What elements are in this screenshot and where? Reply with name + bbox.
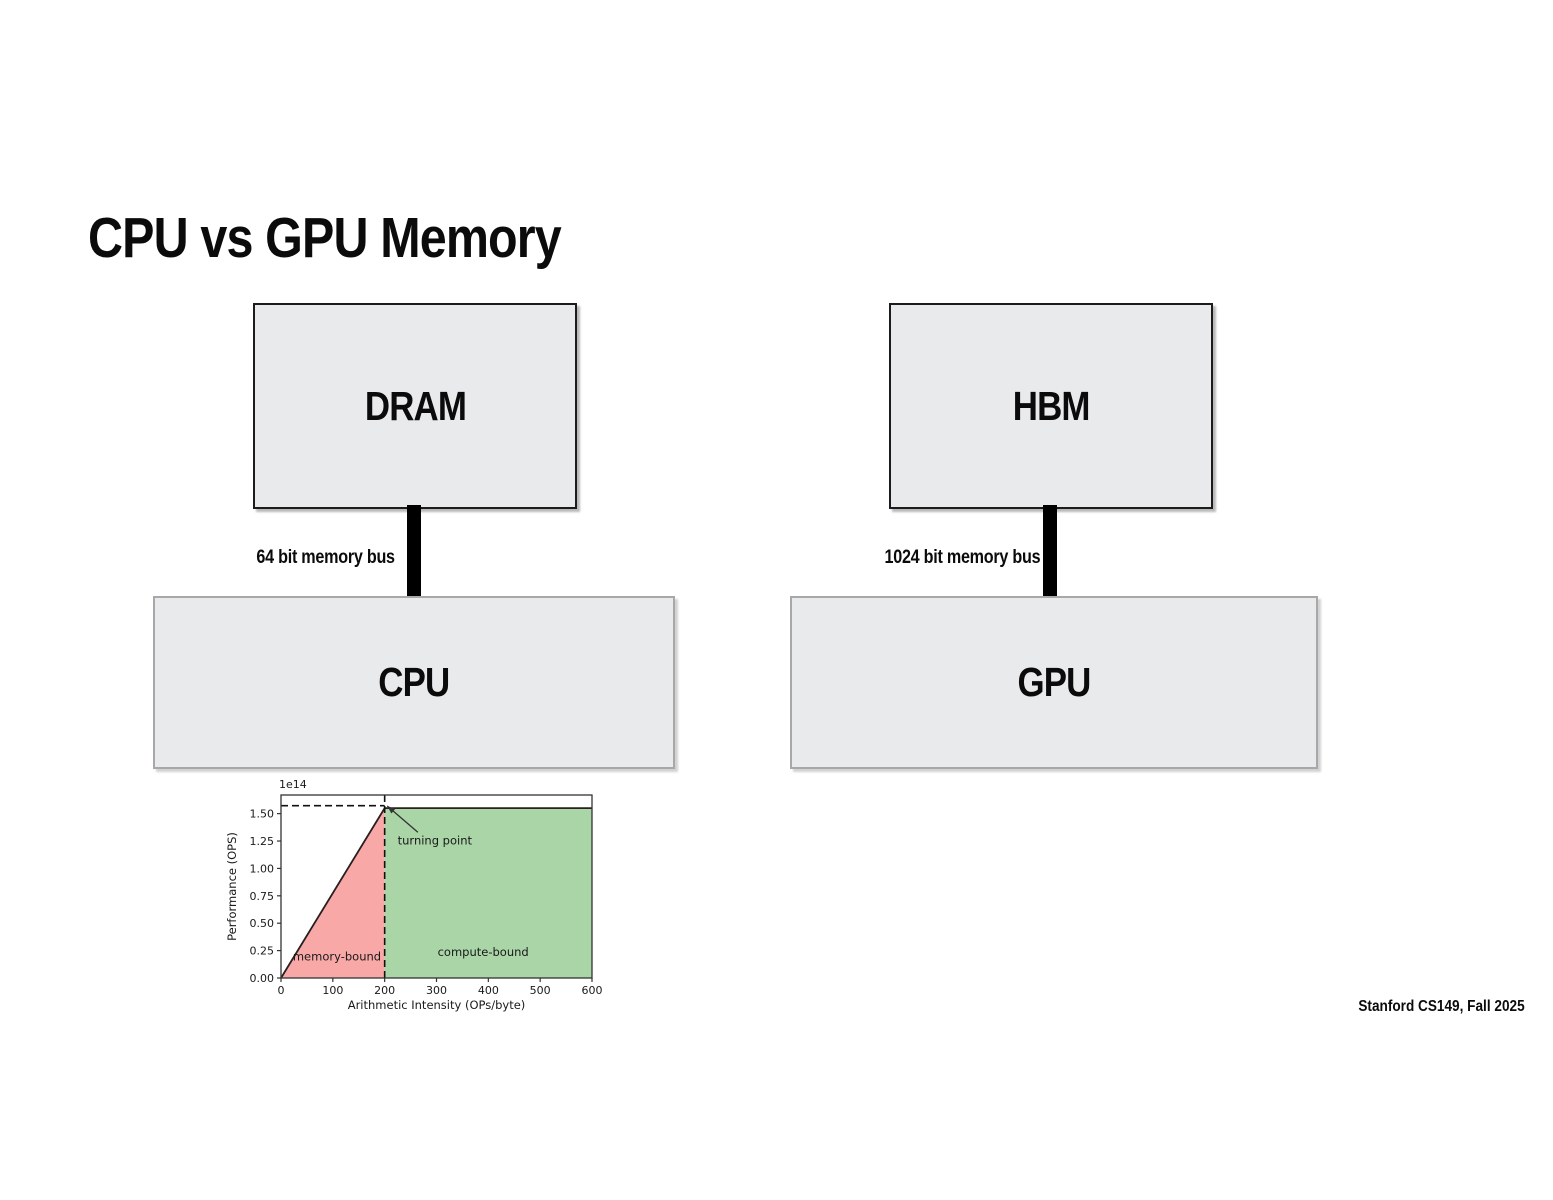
memory-bus-label-right: 1024 bit memory bus — [884, 547, 1040, 568]
slide-title-text: CPU vs GPU Memory — [88, 206, 562, 270]
gpu-label: GPU — [1017, 659, 1092, 705]
cpu-label: CPU — [378, 659, 450, 705]
svg-text:0.75: 0.75 — [250, 890, 275, 903]
svg-text:1.50: 1.50 — [250, 808, 275, 821]
svg-text:Arithmetic Intensity (OPs/byte: Arithmetic Intensity (OPs/byte) — [348, 998, 526, 1012]
svg-text:memory-bound: memory-bound — [293, 949, 381, 963]
svg-text:turning point: turning point — [398, 833, 473, 847]
svg-text:100: 100 — [322, 984, 343, 997]
svg-text:1e14: 1e14 — [279, 778, 307, 791]
svg-text:0.50: 0.50 — [250, 917, 275, 930]
svg-text:400: 400 — [478, 984, 499, 997]
svg-text:600: 600 — [582, 984, 603, 997]
svg-text:500: 500 — [530, 984, 551, 997]
cpu-box: CPU — [153, 596, 675, 769]
dram-box: DRAM — [253, 303, 577, 509]
hbm-label: HBM — [1012, 382, 1091, 429]
gpu-box: GPU — [790, 596, 1318, 769]
svg-text:0.00: 0.00 — [250, 972, 275, 985]
roofline-chart-container: 0 100 200 300 400 500 600 0.00 0.25 0.50 0.75 1.00 1… — [222, 778, 622, 1028]
slide-title: CPU vs GPU Memory — [88, 205, 644, 271]
memory-bus-line-left — [407, 505, 421, 596]
memory-bus-line-right — [1043, 505, 1057, 596]
roofline-chart: 0 100 200 300 400 500 600 0.00 0.25 0.50 0.75 1.00 1… — [225, 778, 603, 1012]
svg-text:0.25: 0.25 — [250, 945, 275, 958]
svg-text:Performance (OPS): Performance (OPS) — [225, 832, 239, 941]
svg-text:1.25: 1.25 — [250, 835, 275, 848]
svg-text:300: 300 — [426, 984, 447, 997]
svg-text:1.00: 1.00 — [250, 862, 275, 875]
course-footer: Stanford CS149, Fall 2025 — [1358, 998, 1525, 1015]
dram-label: DRAM — [364, 382, 466, 429]
svg-text:compute-bound: compute-bound — [438, 945, 529, 959]
svg-text:0: 0 — [278, 984, 285, 997]
memory-bus-label-left: 64 bit memory bus — [256, 547, 396, 568]
hbm-box: HBM — [889, 303, 1213, 509]
svg-text:200: 200 — [374, 984, 395, 997]
